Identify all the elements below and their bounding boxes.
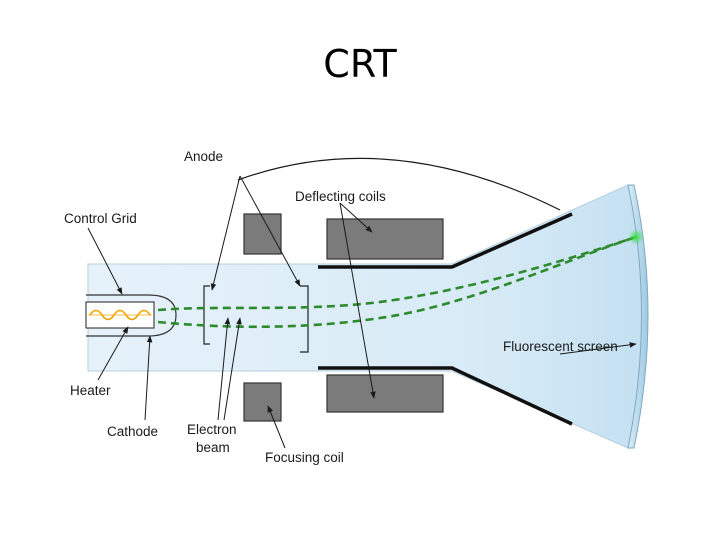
- cathode-label: Cathode: [107, 424, 158, 439]
- control-grid-bracket: [203, 285, 210, 345]
- anode-wire: [237, 157, 561, 211]
- heater-label: Heater: [70, 383, 111, 398]
- deflecting-coils-label: Deflecting coils: [295, 189, 386, 204]
- deflecting-coil-bottom: [326, 374, 444, 413]
- slide-title: CRT: [323, 42, 397, 86]
- anode-bracket: [300, 285, 309, 353]
- heater-coil: [89, 309, 151, 321]
- anode-label: Anode: [184, 149, 223, 164]
- electron-beam-lower: [157, 235, 637, 329]
- control-grid-label: Control Grid: [64, 211, 137, 226]
- fluorescent-screen: [627, 184, 649, 449]
- lower-coating: [318, 366, 573, 426]
- focusing-coil-bottom: [243, 382, 282, 422]
- upper-coating: [318, 212, 573, 269]
- cathode-sleeve: [86, 294, 177, 337]
- leader-lines: [87, 175, 637, 449]
- beam-spot: [628, 229, 644, 245]
- focusing-coil-label: Focusing coil: [265, 450, 344, 465]
- electron-beam-upper: [157, 235, 637, 312]
- fluorescent-screen-label: Fluorescent screen: [503, 339, 618, 354]
- electron-beam-label-line1: Electron: [187, 422, 237, 437]
- electron-beam-label-line2: beam: [196, 440, 230, 455]
- focusing-coil-top: [243, 213, 282, 255]
- deflecting-coil-top: [326, 218, 444, 260]
